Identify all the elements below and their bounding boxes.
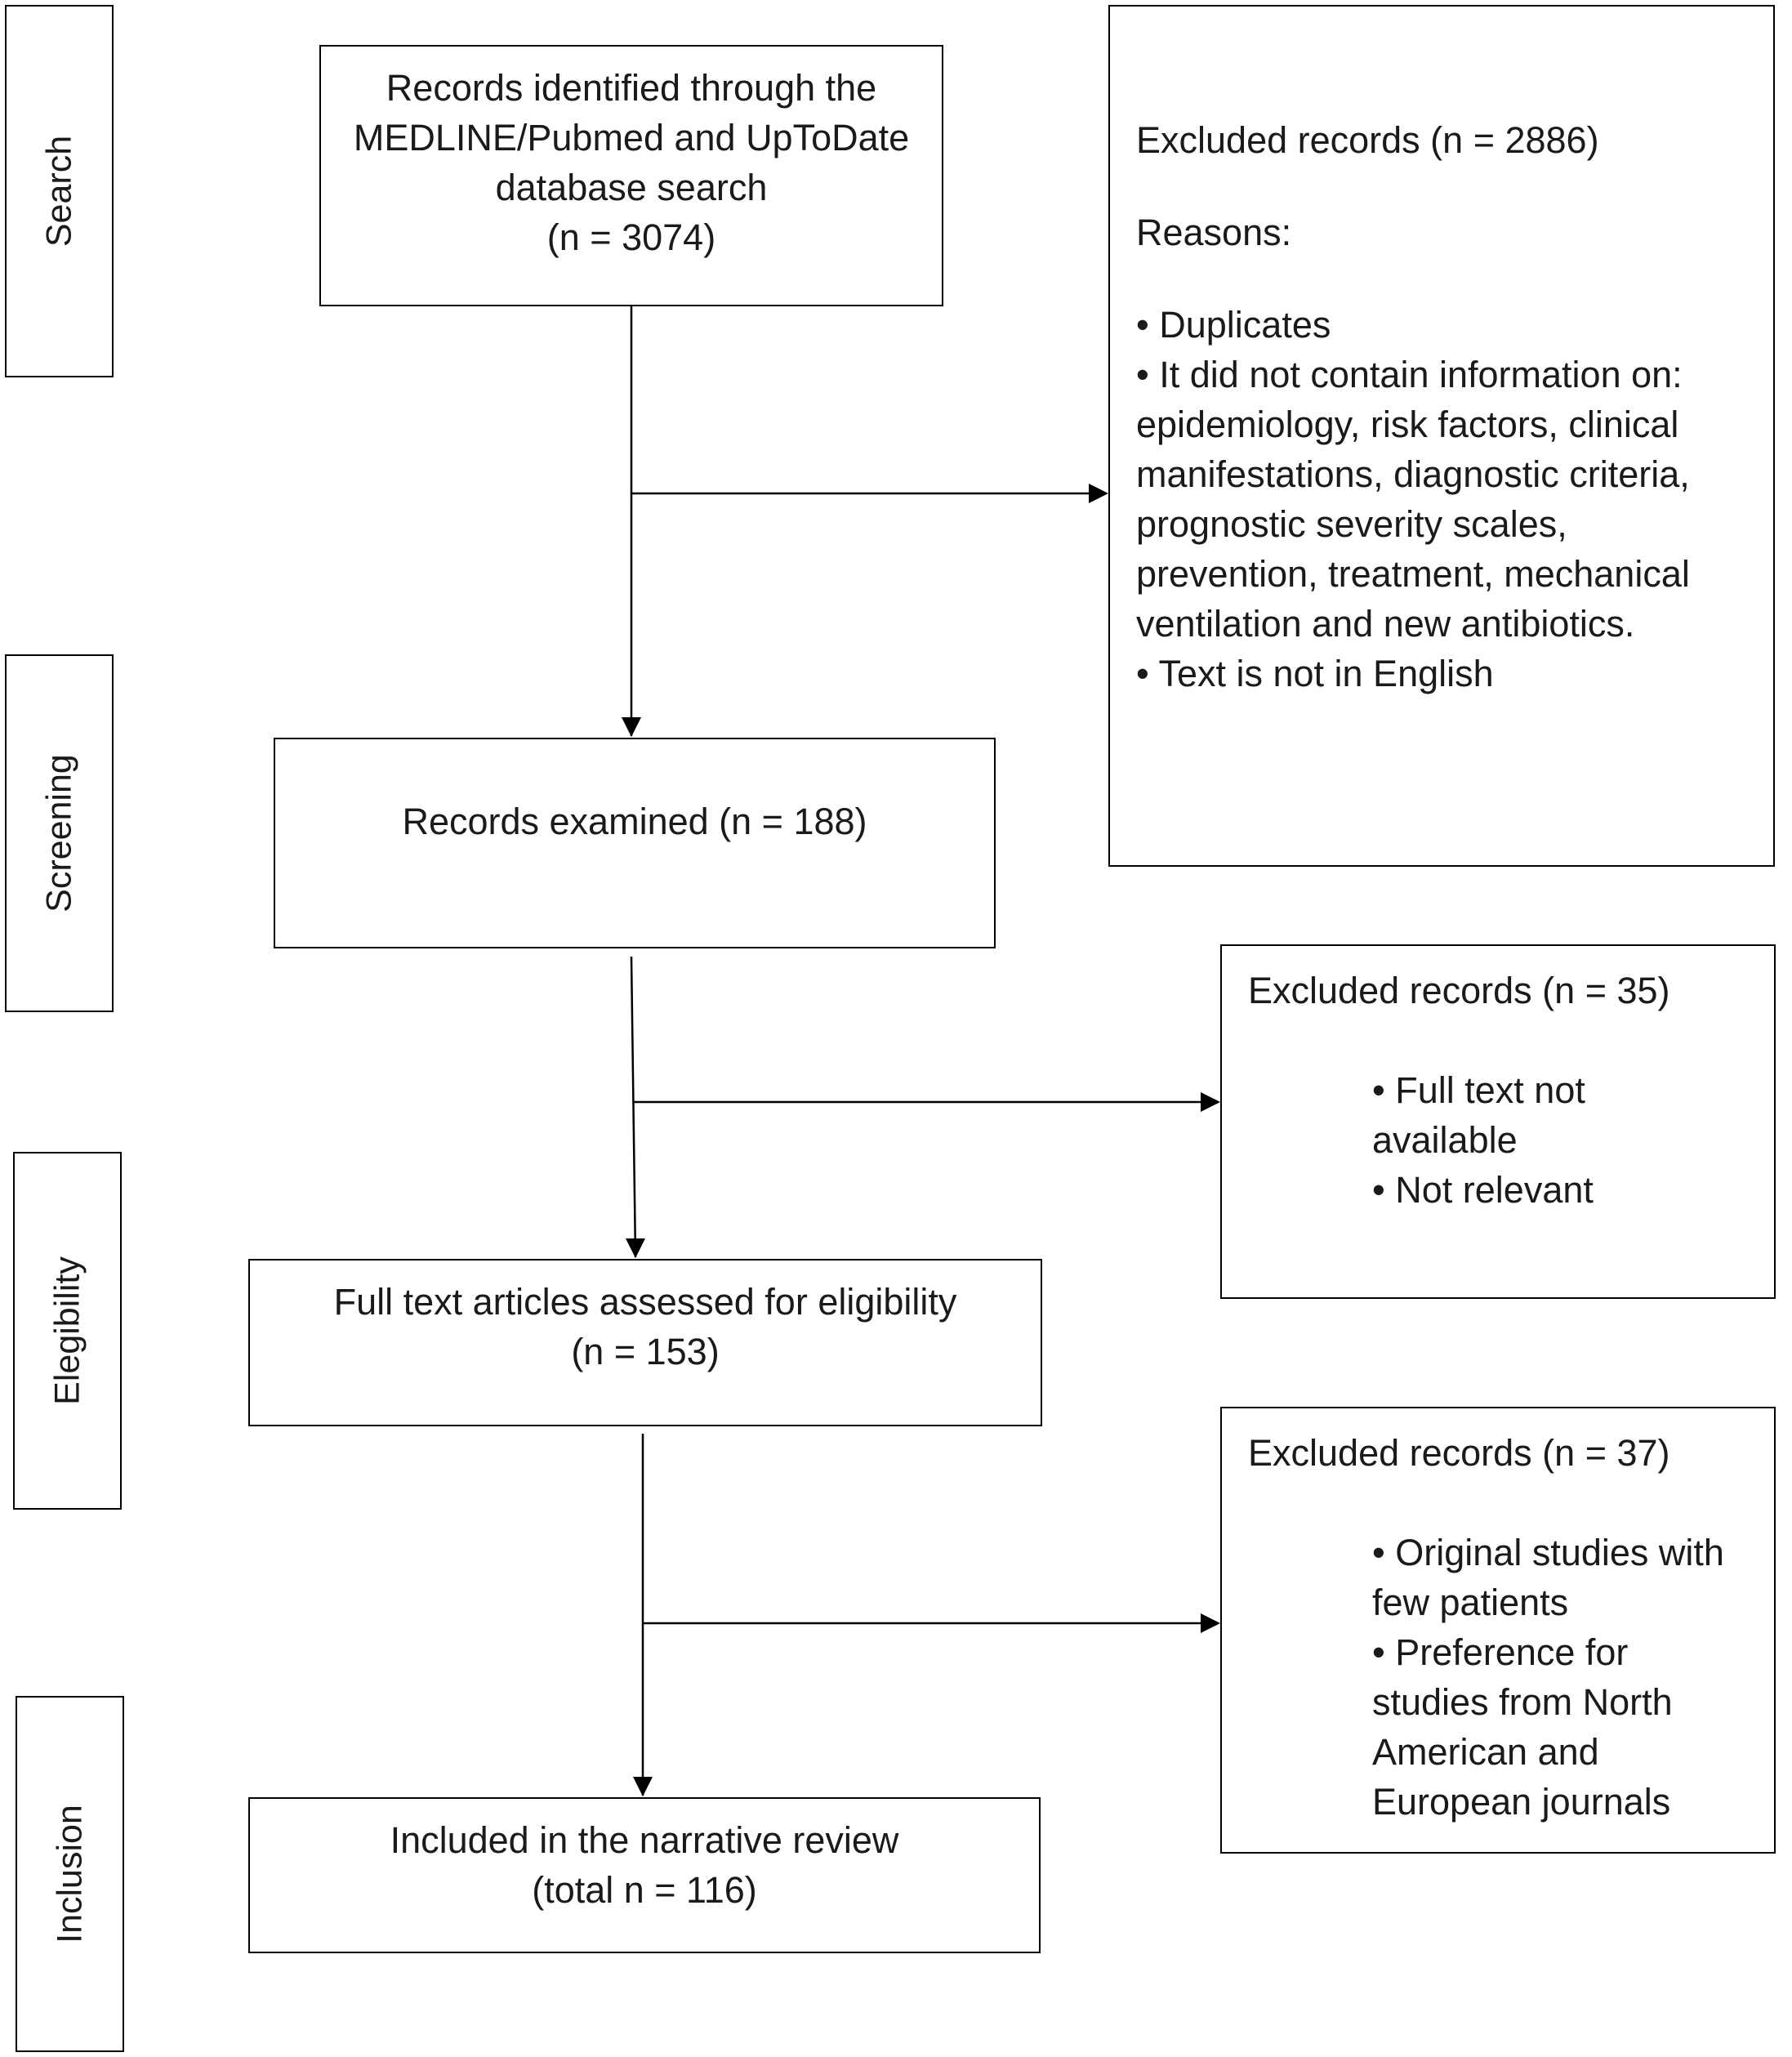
included-review-box: Included in the narrative review (total …	[248, 1797, 1041, 1953]
included-review-line-1: Included in the narrative review	[390, 1819, 899, 1861]
excluded-third-line-6: European journals	[1372, 1781, 1671, 1823]
excluded-first-line-2: • It did not contain information on:	[1136, 354, 1683, 395]
excluded-first-line-5: prognostic severity scales,	[1136, 503, 1567, 545]
arrowhead-excluded-second	[1201, 1092, 1220, 1112]
records-identified-line-1: Records identified through the	[386, 67, 877, 109]
excluded-records-first-box: Excluded records (n = 2886) Reasons: • D…	[1108, 5, 1775, 867]
excluded-third-title: Excluded records (n = 37)	[1248, 1432, 1670, 1474]
excluded-third-line-5: American and	[1372, 1731, 1599, 1773]
excluded-records-third-box: Excluded records (n = 37) • Original stu…	[1220, 1407, 1776, 1854]
excluded-third-line-1: • Original studies with	[1372, 1532, 1724, 1573]
stage-search: Search	[5, 5, 114, 377]
stage-eligibility: Elegibility	[13, 1152, 122, 1510]
records-identified-line-4: (n = 3074)	[546, 216, 716, 258]
connector-examined-to-fulltext	[630, 956, 637, 1258]
excluded-second-title: Excluded records (n = 35)	[1248, 970, 1670, 1011]
arrowhead-included	[633, 1777, 653, 1796]
stage-screening: Screening	[5, 654, 114, 1012]
excluded-first-line-7: ventilation and new antibiotics.	[1136, 603, 1635, 645]
excluded-first-line-1: • Duplicates	[1136, 304, 1331, 346]
excluded-third-line-4: studies from North	[1372, 1681, 1673, 1723]
excluded-second-line-1: • Full text not	[1372, 1069, 1585, 1111]
stage-inclusion: Inclusion	[16, 1696, 124, 2052]
arrowhead-fulltext	[626, 1238, 645, 1258]
excluded-first-reason-list: • Duplicates • It did not contain inform…	[1136, 300, 1757, 698]
fulltext-assessed-box: Full text articles assessed for eligibil…	[248, 1259, 1042, 1426]
excluded-first-reasons-label: Reasons:	[1136, 212, 1292, 253]
arrowhead-examined	[622, 717, 641, 737]
excluded-second-reason-list: • Full text not available • Not relevant	[1248, 1065, 1758, 1215]
records-identified-line-3: database search	[495, 167, 768, 208]
excluded-second-line-2: available	[1372, 1119, 1518, 1161]
excluded-second-line-3: • Not relevant	[1372, 1169, 1594, 1211]
fulltext-assessed-line-1: Full text articles assessed for eligibil…	[333, 1281, 957, 1323]
excluded-third-reason-list: • Original studies with few patients • P…	[1248, 1528, 1758, 1827]
excluded-records-second-box: Excluded records (n = 35) • Full text no…	[1220, 944, 1776, 1299]
arrowhead-excluded-first	[1089, 484, 1108, 503]
excluded-third-line-2: few patients	[1372, 1582, 1569, 1623]
excluded-first-title: Excluded records (n = 2886)	[1136, 119, 1599, 161]
arrowhead-excluded-third	[1201, 1613, 1220, 1633]
fulltext-assessed-line-2: (n = 153)	[571, 1331, 720, 1372]
excluded-first-line-3: epidemiology, risk factors, clinical	[1136, 404, 1679, 445]
records-examined-line-1: Records examined (n = 188)	[402, 801, 867, 842]
records-identified-line-2: MEDLINE/Pubmed and UpToDate	[353, 117, 910, 158]
excluded-third-line-3: • Preference for	[1372, 1631, 1629, 1673]
excluded-first-line-6: prevention, treatment, mechanical	[1136, 553, 1690, 595]
excluded-first-line-4: manifestations, diagnostic criteria,	[1136, 453, 1690, 495]
records-identified-box: Records identified through the MEDLINE/P…	[319, 45, 943, 306]
records-examined-box: Records examined (n = 188)	[274, 738, 996, 948]
excluded-first-line-8: • Text is not in English	[1136, 653, 1494, 694]
included-review-line-2: (total n = 116)	[532, 1869, 757, 1911]
